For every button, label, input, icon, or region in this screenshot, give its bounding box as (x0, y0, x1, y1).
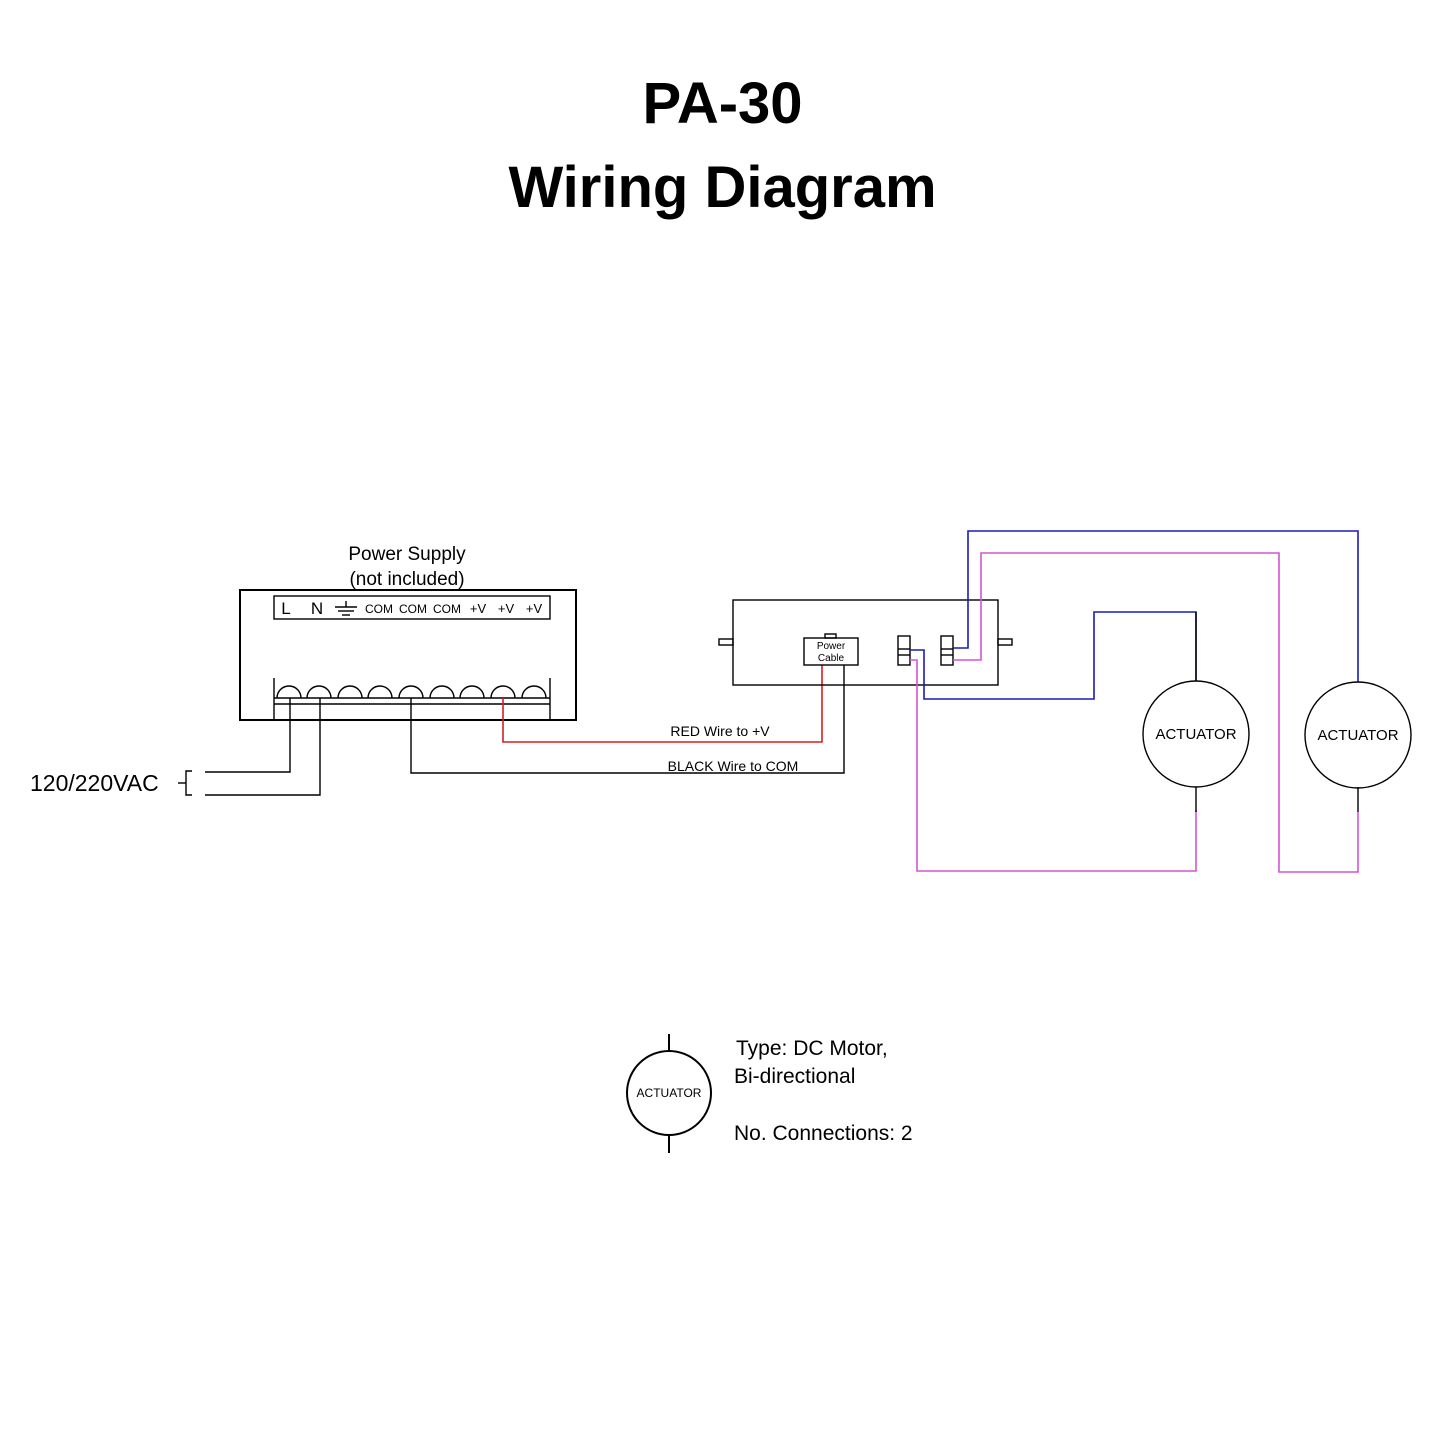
red-wire-label: RED Wire to +V (670, 723, 770, 739)
terminal-block (273, 678, 551, 720)
controller-mount-left (718, 638, 734, 646)
legend-actuator-symbol (626, 1034, 712, 1153)
ac-wire-n (205, 698, 321, 796)
controller-box (732, 599, 999, 686)
ac-wire-l (205, 698, 291, 773)
terminal-label-com-1: COM (365, 602, 393, 616)
power-cable-label: Power (817, 641, 846, 652)
ac-input-label: 120/220VAC (30, 770, 159, 796)
page-subtitle: Wiring Diagram (508, 155, 937, 220)
magenta-wire-actuator-2 (953, 552, 1359, 873)
controller-mount-right (997, 638, 1013, 646)
ground-icon (335, 601, 357, 616)
actuator-2-label: ACTUATOR (1317, 727, 1398, 744)
legend-actuator-label: ACTUATOR (637, 1086, 702, 1100)
power-cable-port (803, 633, 859, 666)
terminal-label-v-2: +V (498, 601, 515, 616)
black-wire-label: BLACK Wire to COM (668, 758, 799, 774)
terminal-label-com-2: COM (399, 602, 427, 616)
ac-plug-icon (178, 770, 192, 796)
page-title: PA-30 (642, 71, 803, 136)
terminal-label-com-3: COM (433, 602, 461, 616)
terminal-label-strip (273, 595, 551, 620)
terminal-label-v-3: +V (526, 601, 543, 616)
actuator-2 (1304, 681, 1412, 812)
legend-type-line-2: Bi-directional (734, 1065, 855, 1088)
terminal-label-l: L (281, 599, 290, 618)
blue-wire-actuator-2 (953, 530, 1359, 682)
terminal-label-v-1: +V (470, 601, 487, 616)
actuator-port-1 (897, 635, 911, 666)
actuator-port-2 (940, 635, 954, 666)
legend-type-line-1: Type: DC Motor, (736, 1037, 888, 1060)
legend-connections: No. Connections: 2 (734, 1122, 913, 1145)
red-wire (502, 665, 823, 743)
terminal-label-n: N (311, 599, 323, 618)
power-supply-note: (not included) (349, 569, 464, 590)
power-supply-label: Power Supply (348, 544, 466, 565)
power-cable-label-2: Cable (818, 653, 845, 664)
black-wire (410, 665, 845, 774)
power-supply-box (239, 589, 577, 721)
magenta-wire-actuator-1 (910, 659, 1197, 872)
actuator-1 (1142, 612, 1250, 812)
actuator-1-label: ACTUATOR (1155, 726, 1236, 743)
